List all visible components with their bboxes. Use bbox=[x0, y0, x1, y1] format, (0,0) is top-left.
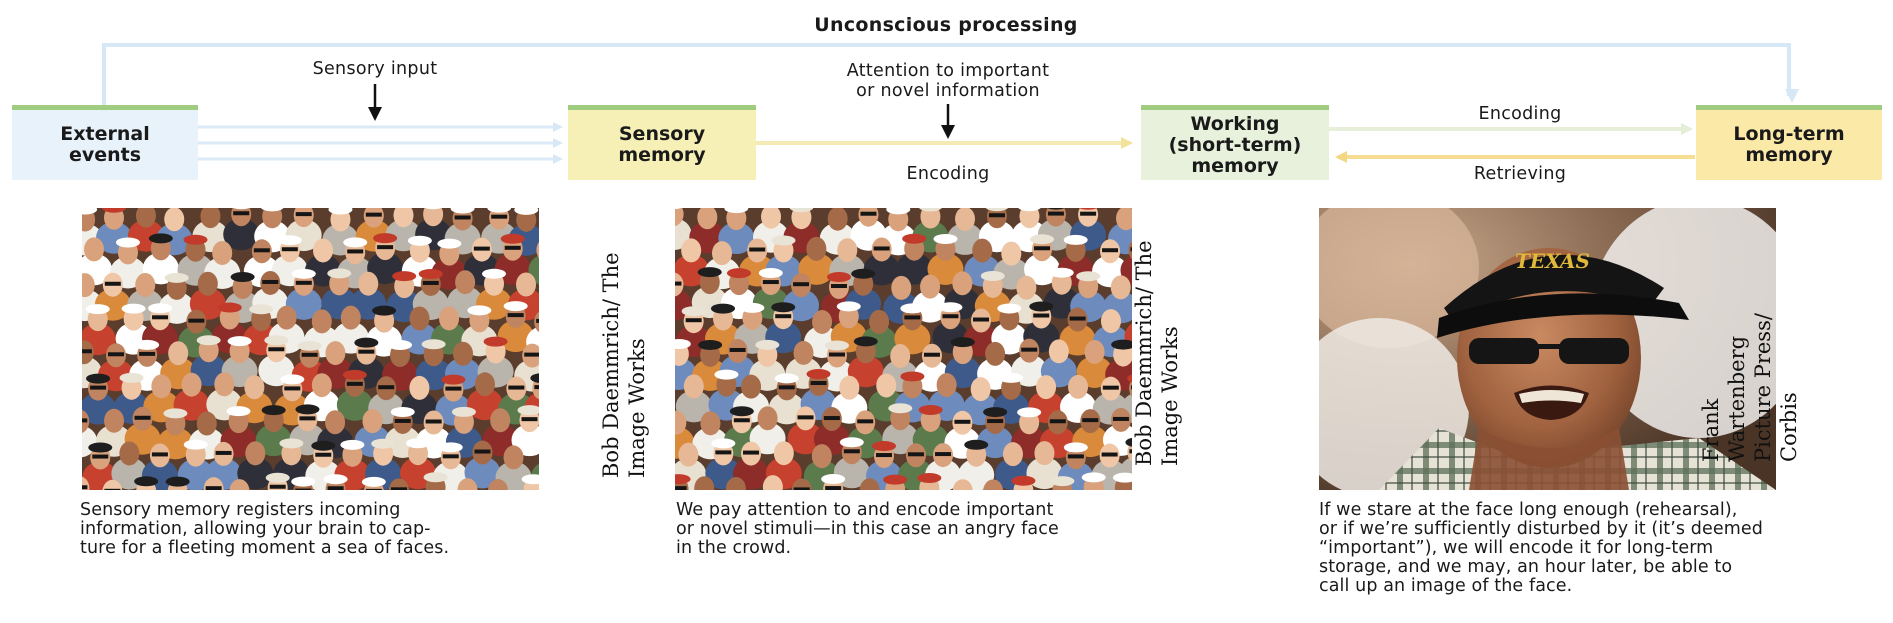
unconscious-processing-label: Unconscious processing bbox=[814, 14, 1078, 36]
caption-longterm: If we stare at the face long enough (reh… bbox=[1319, 500, 1763, 596]
caption-sensory: Sensory memory registers incoming inform… bbox=[80, 500, 450, 558]
attention-label: Attention to important or novel informat… bbox=[846, 61, 1050, 101]
external-events-box: External events bbox=[12, 105, 198, 180]
long-term-memory-box: Long-term memory bbox=[1696, 105, 1882, 180]
angry-face-illustration: TEXAS bbox=[1319, 208, 1776, 490]
crowd-photo-1 bbox=[82, 208, 539, 490]
sensory-memory-box: Sensory memory bbox=[568, 105, 756, 180]
unconscious-loop-arrow bbox=[102, 43, 1799, 105]
photo-credit-3: Frank Wartenberg Picture Press/ Corbis bbox=[1699, 313, 1801, 462]
crowd-photo-2 bbox=[675, 208, 1132, 490]
photo-credit-1: Bob Daemmrich/ The Image Works bbox=[599, 252, 649, 478]
encoding-label-1: Encoding bbox=[906, 164, 990, 184]
retrieving-label: Retrieving bbox=[1473, 164, 1567, 184]
encoding-label-2: Encoding bbox=[1478, 104, 1562, 124]
working-memory-box: Working (short-term) memory bbox=[1141, 105, 1329, 180]
angry-face-photo: TEXAS bbox=[1319, 208, 1776, 490]
caption-attention: We pay attention to and encode important… bbox=[676, 500, 1059, 558]
svg-text:TEXAS: TEXAS bbox=[1515, 249, 1590, 273]
sensory-input-label: Sensory input bbox=[312, 59, 438, 79]
photo-credit-2: Bob Daemmrich/ The Image Works bbox=[1132, 240, 1182, 466]
